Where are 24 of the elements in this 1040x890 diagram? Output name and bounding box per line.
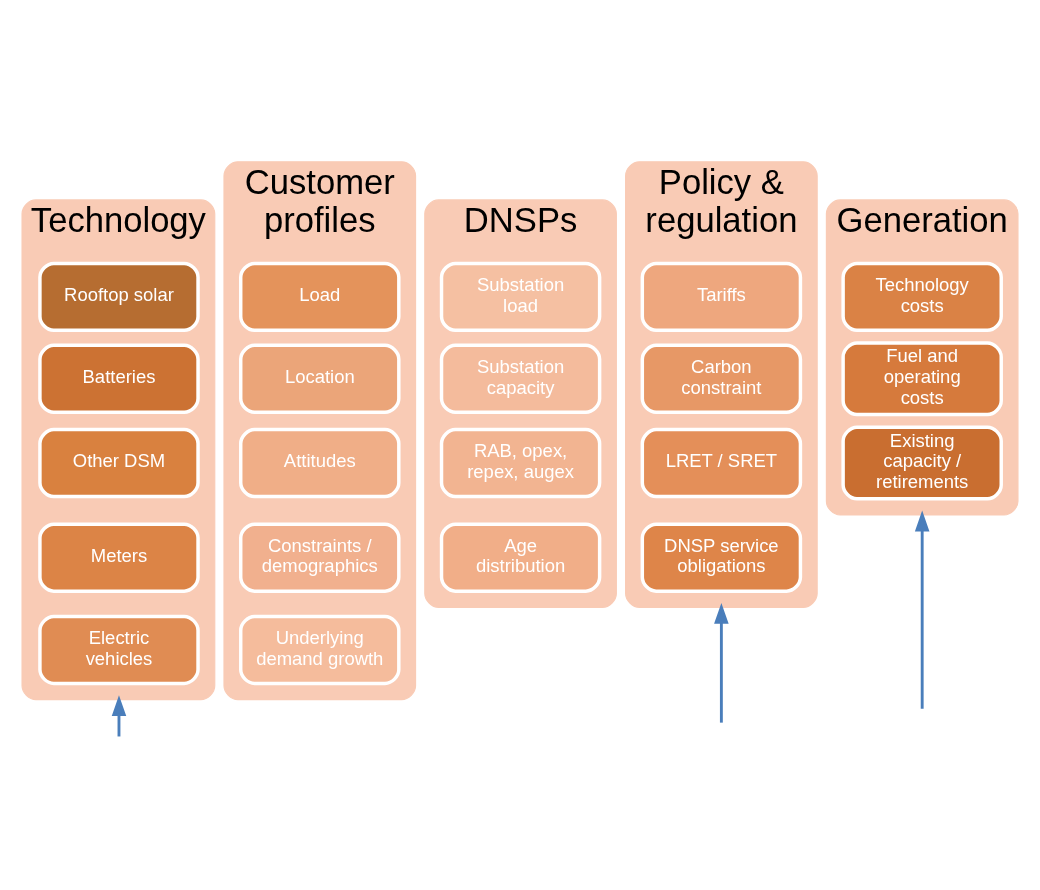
node-box: Batteries [38,343,200,414]
node-box: Constraints / demographics [239,522,401,593]
node-box: Substation load [439,261,602,333]
node-box: LRET / SRET [640,427,803,499]
node-box: Location [239,343,401,414]
node-box: Attitudes [239,427,401,499]
arrow [714,602,729,723]
node-box: Age distribution [439,522,602,593]
node-box: Fuel and operating costs [841,341,1003,417]
arrow [111,695,127,737]
node-box: Electric vehicles [38,614,200,686]
node-box: Existing capacity / retirements [841,425,1003,501]
node-box: Underlying demand growth [239,614,401,686]
node-box: Substation capacity [439,343,602,414]
node-box: Other DSM [38,427,200,499]
node-box: Tariffs [640,261,803,333]
node-box: Meters [38,522,200,593]
node-box: Carbon constraint [640,343,803,414]
node-box: DNSP service obligations [640,522,803,593]
node-box: Technology costs [841,261,1003,333]
arrow [914,510,930,709]
node-box: Rooftop solar [38,261,200,333]
node-box: Load [239,261,401,333]
node-box: RAB, opex, repex, augex [439,427,602,499]
